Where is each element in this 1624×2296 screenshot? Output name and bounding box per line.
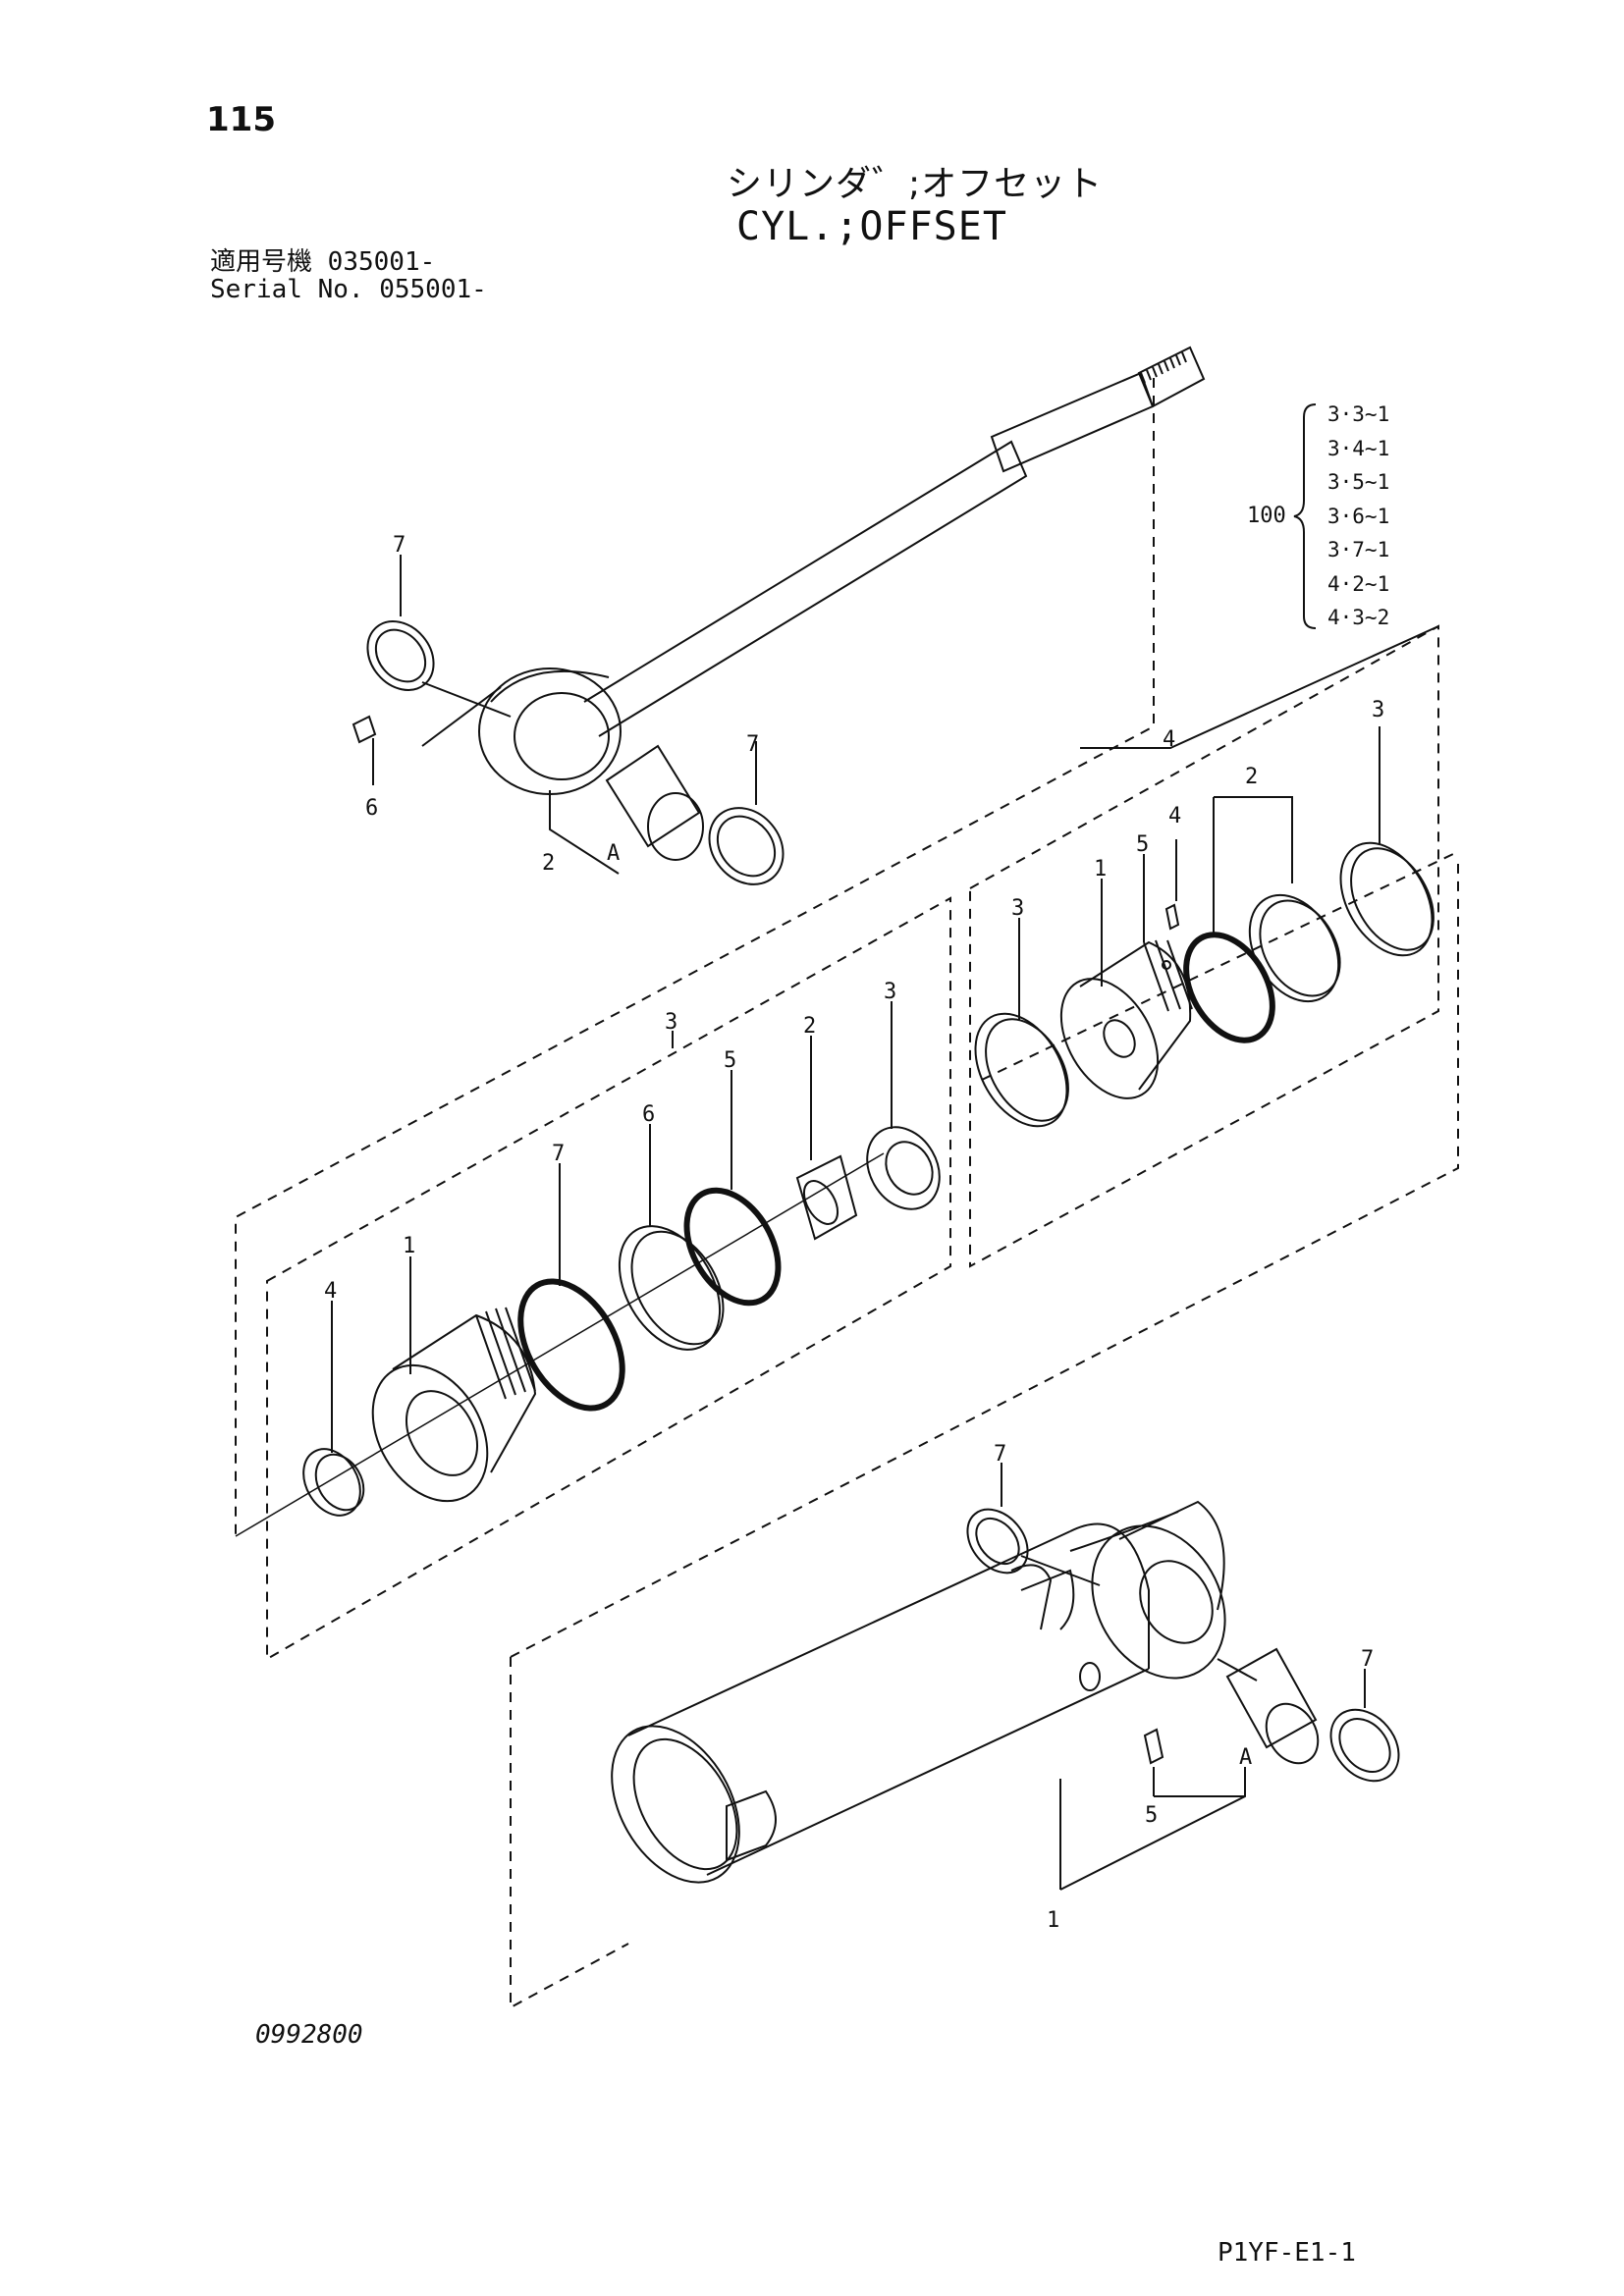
kit-brace bbox=[1293, 403, 1317, 629]
serial-en-label: Serial No. bbox=[210, 275, 364, 304]
callout-piston-steel-ball: 5 bbox=[1136, 832, 1149, 857]
tube-grease-fitting bbox=[1143, 1728, 1164, 1765]
piston-kit-frame bbox=[969, 624, 1439, 1268]
gland-kit-frame bbox=[266, 896, 951, 1661]
cylinder-tube bbox=[611, 1500, 1226, 1884]
piston-set-screw bbox=[1164, 903, 1180, 931]
serial-block: 適用号機 035001- Serial No. 055001- bbox=[210, 248, 487, 303]
piston-seal-ring bbox=[1248, 893, 1340, 1003]
kit-number: 100 bbox=[1247, 504, 1286, 528]
callout-gland-backup-ring: 6 bbox=[642, 1102, 655, 1127]
kit-item: 3·4~1 bbox=[1327, 436, 1390, 460]
drawing-code: 0992800 bbox=[255, 2020, 363, 2050]
callout-gland-bushing: 2 bbox=[803, 1014, 816, 1039]
gland-backup-ring bbox=[618, 1225, 722, 1351]
rod-bushing bbox=[605, 744, 704, 861]
callout-tube-a: A bbox=[1239, 1745, 1252, 1770]
kit-item: 3·5~1 bbox=[1327, 470, 1390, 494]
piston-wear-ring bbox=[974, 1012, 1068, 1128]
callout-piston-set-screw: 4 bbox=[1168, 804, 1181, 828]
callout-gland-rod-seal: 3 bbox=[884, 980, 896, 1004]
callout-piston-wear-ring: 3 bbox=[1011, 896, 1024, 921]
kit-applicability-list: 3·3~1 3·4~1 3·5~1 3·6~1 3·7~1 4·2~1 4·3~… bbox=[1327, 398, 1389, 635]
rod-seal-ring-2 bbox=[708, 807, 785, 885]
serial-row-en: Serial No. 055001- bbox=[210, 276, 487, 303]
callout-tube: 1 bbox=[1047, 1908, 1059, 1933]
tube-seal-ring-2 bbox=[1329, 1708, 1400, 1783]
grease-fitting bbox=[352, 715, 377, 744]
kit-item: 3·3~1 bbox=[1327, 402, 1390, 426]
rod-seal-ring bbox=[366, 620, 435, 691]
callout-piston-body: 1 bbox=[1094, 857, 1107, 881]
callout-tube-seal: 7 bbox=[994, 1442, 1006, 1467]
footer-code: P1YF-E1-1 bbox=[1218, 2238, 1356, 2268]
tube-seal-ring bbox=[966, 1508, 1029, 1575]
serial-row-jp: 適用号機 035001- bbox=[210, 248, 487, 276]
callout-rod-a: A bbox=[607, 841, 620, 866]
piston-body bbox=[1059, 939, 1193, 1099]
tube-bushing bbox=[1225, 1647, 1320, 1765]
callout-piston-seal: 2 bbox=[1245, 765, 1258, 789]
callout-piston-wear-ring-2: 3 bbox=[1372, 698, 1384, 722]
kit-item: 4·3~2 bbox=[1327, 606, 1390, 629]
callout-gland-o-ring-2: 5 bbox=[724, 1048, 736, 1073]
callout-rod-eye: 2 bbox=[542, 851, 555, 876]
callout-rod-seal: 7 bbox=[393, 533, 406, 558]
callout-gland-dust-seal: 4 bbox=[324, 1279, 337, 1304]
gland-dust-seal bbox=[302, 1448, 365, 1517]
callout-rod-seal-2: 7 bbox=[746, 732, 759, 757]
gland-body bbox=[371, 1307, 537, 1503]
title-english: CYL.;OFFSET bbox=[736, 204, 1007, 249]
callout-piston-group: 4 bbox=[1163, 727, 1175, 752]
callout-gland-body: 1 bbox=[403, 1234, 415, 1258]
callout-tube-seal-2: 7 bbox=[1361, 1647, 1374, 1672]
serial-jp-value: 035001- bbox=[327, 247, 436, 277]
page-number: 115 bbox=[206, 100, 276, 139]
callout-tube-grease: 5 bbox=[1145, 1803, 1158, 1828]
gland-bushing bbox=[795, 1154, 858, 1241]
serial-en-value: 055001- bbox=[379, 275, 487, 304]
gland-o-ring bbox=[517, 1278, 625, 1412]
kit-item: 3·7~1 bbox=[1327, 538, 1390, 561]
serial-jp-label: 適用号機 bbox=[210, 247, 313, 277]
kit-item: 4·2~1 bbox=[1327, 571, 1390, 596]
gland-rod-seal bbox=[866, 1126, 941, 1210]
piston-rod bbox=[478, 346, 1206, 795]
kit-item: 3·6~1 bbox=[1327, 504, 1390, 528]
piston-steel-ball bbox=[1162, 960, 1171, 970]
title-japanese: シリンダ゛;オフセット bbox=[727, 164, 1104, 204]
gland-o-ring-2 bbox=[683, 1187, 782, 1307]
piston-wear-ring-2 bbox=[1339, 841, 1434, 957]
callout-gland-o-ring: 7 bbox=[552, 1142, 565, 1166]
callout-rod-grease: 6 bbox=[365, 796, 378, 821]
callout-gland-group: 3 bbox=[665, 1010, 677, 1035]
